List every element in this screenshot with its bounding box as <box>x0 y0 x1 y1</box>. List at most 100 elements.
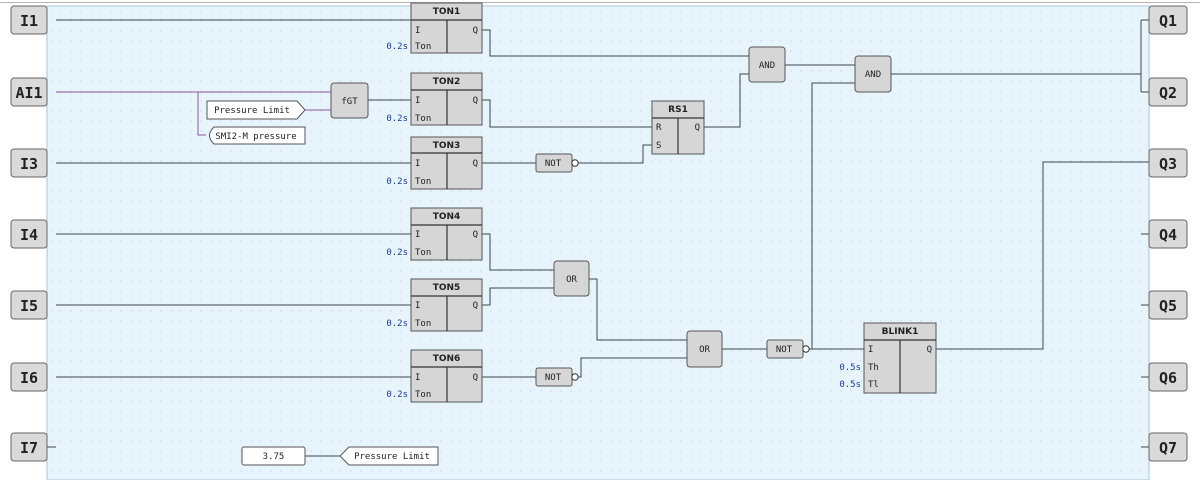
input-i1[interactable]: I1 <box>10 5 48 35</box>
not3-label: NOT <box>776 345 793 355</box>
output-column: Q1 Q2 Q3 Q4 Q5 Q6 Q7 <box>1148 5 1188 462</box>
input-i6-label: I6 <box>20 369 38 387</box>
wire-ton2-rs1[interactable] <box>482 99 652 128</box>
ton1-title: TON1 <box>433 7 461 17</box>
wire-blink1-q3[interactable] <box>936 161 1149 350</box>
blink1-pin-th: Th <box>868 363 879 373</box>
ton2-pin-ton: Ton <box>415 114 431 124</box>
ton3-param: 0.2s <box>386 177 408 187</box>
blink1-tl-value: 0.5s <box>839 380 861 390</box>
input-i4-label: I4 <box>20 226 38 244</box>
constant-block[interactable]: 3.75 <box>241 446 306 466</box>
ton4-pin-ton: Ton <box>415 248 431 258</box>
output-q2[interactable]: Q2 <box>1148 77 1188 107</box>
blink1-block[interactable]: BLINK1 I Th Tl Q 0.5s 0.5s <box>839 322 937 394</box>
blink1-pin-tl: Tl <box>868 380 879 390</box>
ton6-title: TON6 <box>433 354 461 364</box>
or2-gate[interactable]: OR <box>686 330 723 368</box>
output-q5-label: Q5 <box>1159 297 1177 315</box>
output-q6-label: Q6 <box>1159 369 1177 387</box>
tag-pressure-limit-out[interactable]: Pressure Limit <box>339 446 439 466</box>
ton1-pin-q: Q <box>473 26 478 36</box>
output-q4-label: Q4 <box>1159 226 1177 244</box>
wire-ton4-or1[interactable] <box>482 233 554 271</box>
input-i7-label: I7 <box>20 439 38 457</box>
input-i3-label: I3 <box>20 155 38 173</box>
output-q3[interactable]: Q3 <box>1148 148 1188 178</box>
output-q3-label: Q3 <box>1159 155 1177 173</box>
or2-label: OR <box>699 345 710 355</box>
blink1-title: BLINK1 <box>882 327 919 337</box>
output-q4[interactable]: Q4 <box>1148 219 1188 249</box>
input-i1-label: I1 <box>20 12 38 30</box>
not1-label: NOT <box>545 159 562 169</box>
ton1-block[interactable]: TON1 I Ton Q 0.2s <box>386 2 483 54</box>
tag-smi2-pressure[interactable]: SMI2-M pressure <box>209 126 306 145</box>
blink1-pin-i: I <box>868 345 873 355</box>
and2-label: AND <box>865 70 881 80</box>
ton6-pin-i: I <box>415 373 420 383</box>
wire-not2-or2[interactable] <box>578 357 687 378</box>
or1-gate[interactable]: OR <box>553 260 590 297</box>
ton4-pin-q: Q <box>473 230 478 240</box>
output-q1[interactable]: Q1 <box>1148 5 1188 35</box>
and1-gate[interactable]: AND <box>748 46 786 83</box>
input-ai1[interactable]: AI1 <box>10 77 48 107</box>
rs1-title: RS1 <box>668 105 688 115</box>
wire-not3-and2[interactable] <box>811 82 855 349</box>
ton1-pin-i: I <box>415 26 420 36</box>
fgt-block[interactable]: fGT <box>330 82 369 119</box>
ton6-param: 0.2s <box>386 390 408 400</box>
or1-label: OR <box>566 275 577 285</box>
tag-pressure-limit-in-label: Pressure Limit <box>214 106 290 116</box>
rs1-pin-r: R <box>656 123 662 133</box>
ton2-pin-i: I <box>415 96 420 106</box>
ton4-pin-i: I <box>415 230 420 240</box>
ton6-block[interactable]: TON6 I Ton Q 0.2s <box>386 349 483 403</box>
tag-smi2-pressure-label: SMI2-M pressure <box>215 132 296 142</box>
rs1-block[interactable]: RS1 R S Q <box>651 100 705 155</box>
input-i7[interactable]: I7 <box>10 432 48 462</box>
output-q5[interactable]: Q5 <box>1148 290 1188 320</box>
tag-pressure-limit-in[interactable]: Pressure Limit <box>206 100 306 120</box>
wire-ton5-or1[interactable] <box>482 287 554 306</box>
ton5-pin-ton: Ton <box>415 319 431 329</box>
input-i3[interactable]: I3 <box>10 148 48 178</box>
ton2-title: TON2 <box>433 77 461 87</box>
rs1-pin-q: Q <box>695 123 700 133</box>
ton4-block[interactable]: TON4 I Ton Q 0.2s <box>386 207 483 261</box>
input-i5[interactable]: I5 <box>10 290 48 320</box>
not2-label: NOT <box>545 373 562 383</box>
tag-pressure-limit-out-label: Pressure Limit <box>354 452 430 462</box>
not2-gate[interactable]: NOT <box>535 367 579 387</box>
ton2-pin-q: Q <box>473 96 478 106</box>
wire-rs1-and1[interactable] <box>704 73 749 128</box>
ton5-pin-i: I <box>415 301 420 311</box>
ton5-param: 0.2s <box>386 319 408 329</box>
output-q2-label: Q2 <box>1159 84 1177 102</box>
output-q7[interactable]: Q7 <box>1148 432 1188 462</box>
not1-gate[interactable]: NOT <box>535 153 579 173</box>
ton3-pin-ton: Ton <box>415 177 431 187</box>
and1-label: AND <box>759 61 775 71</box>
ton4-param: 0.2s <box>386 248 408 258</box>
input-i4[interactable]: I4 <box>10 219 48 249</box>
wire-ton1-and1[interactable] <box>482 29 749 57</box>
input-i6[interactable]: I6 <box>10 362 48 392</box>
not3-gate[interactable]: NOT <box>766 339 810 359</box>
wire-not1-rs1[interactable] <box>578 144 652 164</box>
blink1-pin-q: Q <box>927 345 932 355</box>
wire-ai1-smi2[interactable] <box>197 92 206 136</box>
ton2-block[interactable]: TON2 I Ton Q 0.2s <box>386 72 483 126</box>
ton3-block[interactable]: TON3 I Ton Q 0.2s <box>386 136 483 190</box>
ton5-block[interactable]: TON5 I Ton Q 0.2s <box>386 278 483 332</box>
wire-or1-or2[interactable] <box>589 278 687 341</box>
fgt-label: fGT <box>341 97 358 107</box>
and2-gate[interactable]: AND <box>854 55 892 93</box>
input-i5-label: I5 <box>20 297 38 315</box>
output-q7-label: Q7 <box>1159 439 1177 457</box>
ton2-param: 0.2s <box>386 114 408 124</box>
ton5-pin-q: Q <box>473 301 478 311</box>
output-q6[interactable]: Q6 <box>1148 362 1188 392</box>
